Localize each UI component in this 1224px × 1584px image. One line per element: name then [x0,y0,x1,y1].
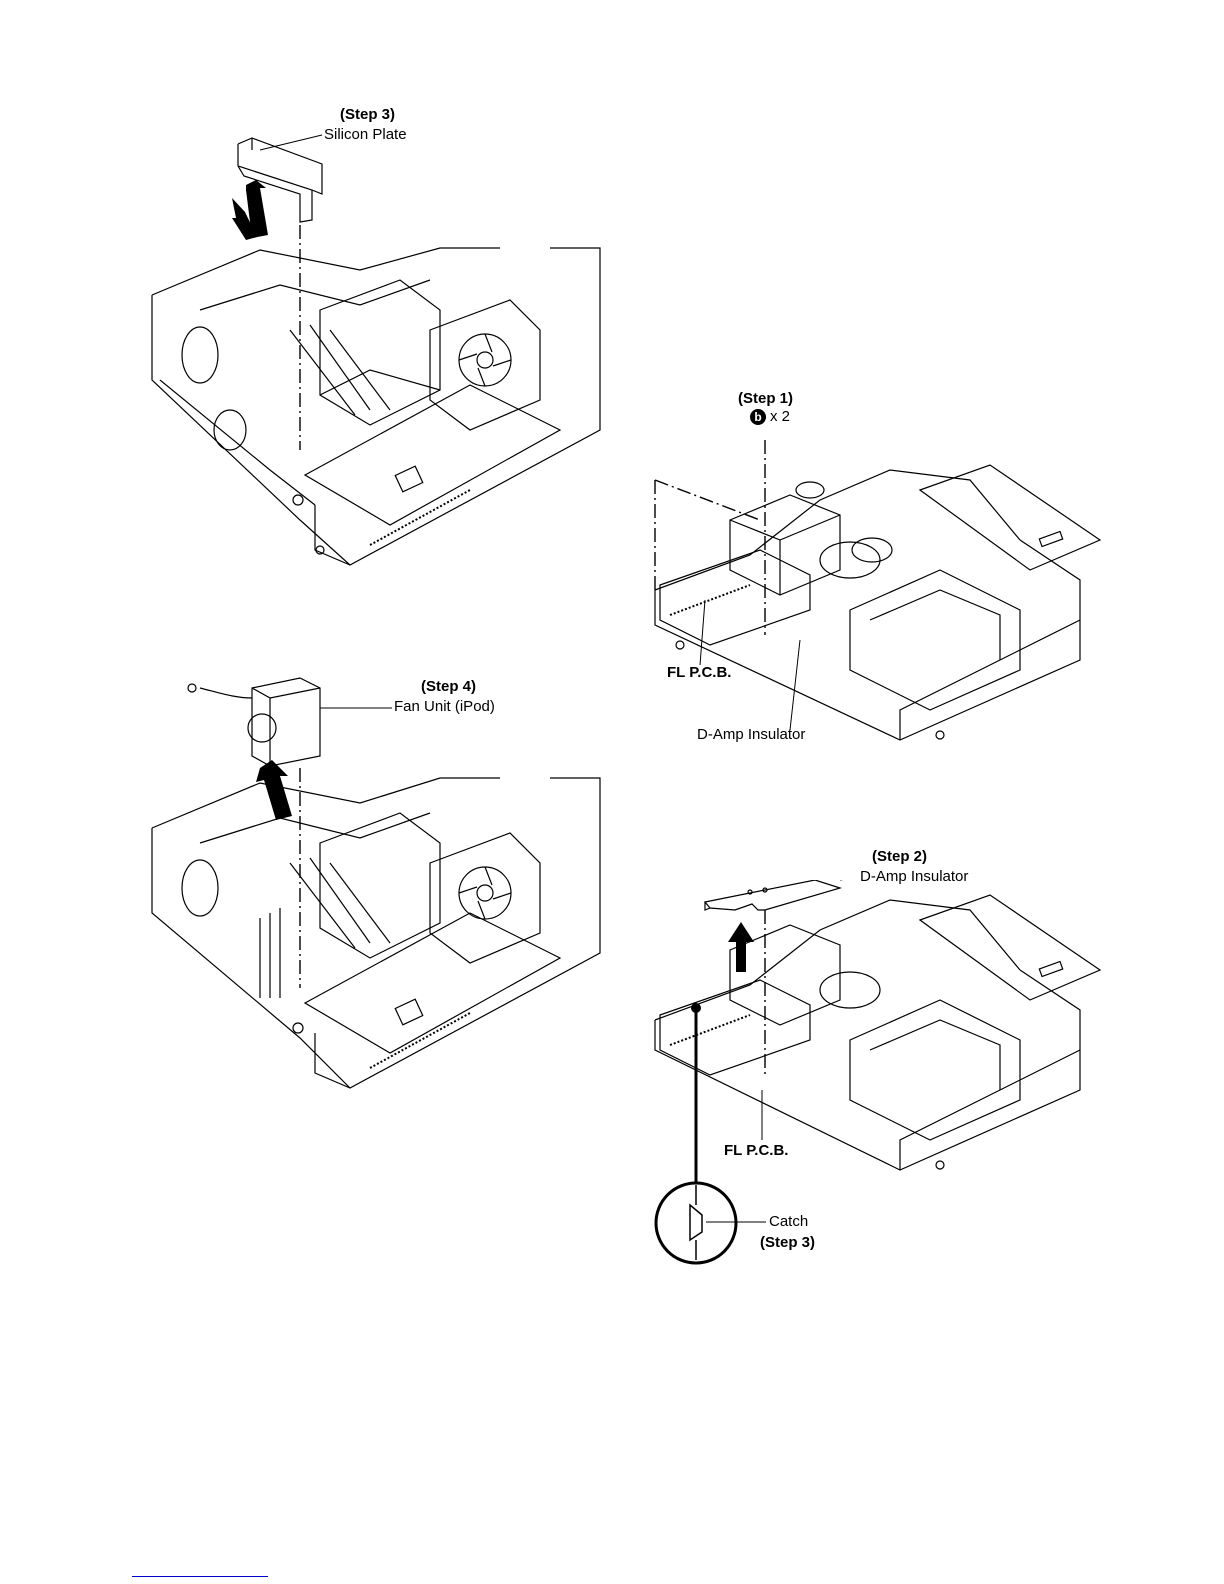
fan-unit-label: Fan Unit (iPod) [394,698,495,715]
chassis-outline [655,970,1080,1170]
step4-label: (Step 4) [421,678,476,695]
figure-fan-unit [140,668,610,1118]
fan-icon [459,334,511,386]
figure-silicon-plate [140,130,610,600]
d-amp-insulator-label-1: D-Amp Insulator [697,726,805,743]
fl-pcb-label-1: FL P.C.B. [667,664,731,681]
figure-step2 [640,880,1110,1270]
catch-label: Catch [769,1213,808,1230]
lift-arrow-icon [256,760,292,820]
fl-pcb-label-2: FL P.C.B. [724,1142,788,1159]
catch-step-label: (Step 3) [760,1234,815,1251]
chassis-outline [655,540,1080,740]
lift-arrow-icon [728,922,754,972]
silicon-plate-label: Silicon Plate [324,126,407,143]
screw-b-icon: b [750,409,766,425]
figure-step1 [640,440,1110,760]
fl-pcb-part [660,550,810,645]
step3-label: (Step 3) [340,106,395,123]
footer-link-underline [132,1576,268,1577]
d-amp-insulator-part [705,880,840,910]
d-amp-insulator-part [730,495,840,595]
screw-qty-text: x 2 [770,408,790,425]
step1-label: (Step 1) [738,390,793,407]
step2-label: (Step 2) [872,848,927,865]
chassis-outline [152,778,600,1088]
fl-pcb-part [660,980,810,1075]
fan-unit-part [252,678,320,766]
d-amp-insulator-label-2: D-Amp Insulator [860,868,968,885]
